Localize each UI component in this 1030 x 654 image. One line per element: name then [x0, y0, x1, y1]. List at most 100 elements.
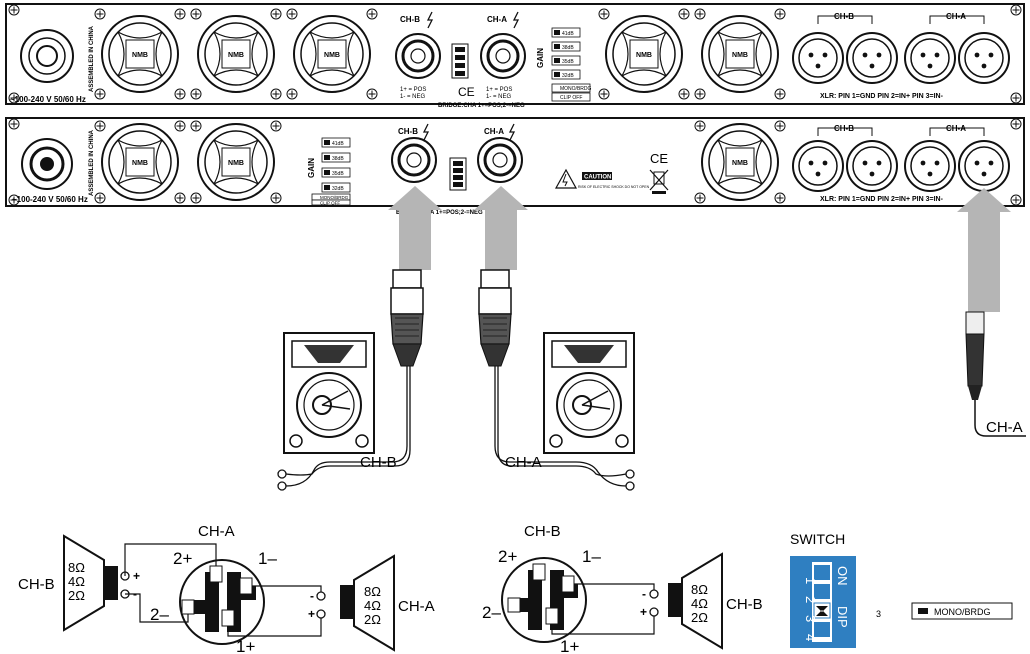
- top-gain-label: GAIN: [536, 48, 545, 68]
- switch-title: SWITCH: [790, 531, 845, 547]
- bottom-cha-label: CH-A: [484, 127, 504, 136]
- bottom-gain-steps: 41dB 38dB 35dB 32dB MONO/BRDG CLIP OFF: [311, 137, 351, 206]
- top-neg-label: 1- = NEG: [400, 94, 426, 100]
- bottom-rear-panel: ~100-240 V 50/60 Hz ASSEMBLED IN CHINA G…: [5, 117, 1025, 216]
- caution-sub: RISK OF ELECTRIC SHOCK DO NOT OPEN: [578, 185, 650, 189]
- dip-dip-label: DIP: [835, 606, 850, 628]
- top-pos-label-2: 1+ = POS: [486, 87, 512, 93]
- wm-top-label: CH-B: [524, 523, 561, 540]
- top-lightning-icon: [426, 11, 434, 29]
- wl-imp-right-8: 8Ω: [364, 584, 381, 599]
- wl-top-label: CH-A: [198, 523, 235, 540]
- wm-p2p: 2+: [498, 547, 517, 566]
- top-neg-label-2: 1- = NEG: [486, 94, 512, 100]
- top-mono-label: MONO/BRDG: [560, 86, 592, 92]
- speakon-plug-right: [478, 269, 512, 367]
- bottom-gain-label: GAIN: [307, 158, 316, 178]
- bottom-chb-label: CH-B: [398, 127, 418, 136]
- bottom-xlr-group: [792, 127, 1010, 192]
- svg-text:-: -: [642, 587, 646, 601]
- svg-text:+: +: [308, 607, 315, 621]
- weee-icon: [649, 169, 669, 194]
- switch-index: 3: [876, 609, 881, 619]
- top-pos-label: 1+ = POS: [400, 87, 426, 93]
- caution-warning: CAUTION RISK OF ELECTRIC SHOCK DO NOT OP…: [554, 168, 650, 189]
- top-bridge-label: BRIDGE:CHA 1+=POS;2-=NEG: [438, 103, 525, 109]
- speaker-cabinet-right: [543, 332, 635, 454]
- wl-imp-left-8: 8Ω: [68, 560, 85, 575]
- bottom-xlr-cha: CH-A: [946, 124, 966, 133]
- wl-imp-left-4: 4Ω: [68, 574, 85, 589]
- top-gain-41: 41dB: [562, 31, 574, 37]
- wl-imp-right-2: 2Ω: [364, 612, 381, 627]
- top-clip-label: CLIP OFF: [560, 95, 582, 101]
- bottom-mono-label: MONO/BRDG: [320, 195, 349, 200]
- dip-on-label: ON: [835, 566, 850, 586]
- top-power-label: ~100-240 V 50/60 Hz: [10, 95, 86, 104]
- wl-p1p: 1+: [236, 637, 255, 654]
- wm-imp-8: 8Ω: [691, 582, 708, 597]
- top-xlr-cha: CH-A: [946, 12, 966, 21]
- bottom-gain-32: 32dB: [332, 186, 344, 192]
- wm-p2m: 2–: [482, 603, 501, 622]
- top-xlr-pins: XLR: PIN 1=GND PIN 2=IN+ PIN 3=IN-: [820, 93, 944, 100]
- wl-p2m: 2–: [150, 605, 169, 624]
- wl-p2p: 2+: [173, 549, 192, 568]
- bottom-gain-38: 38dB: [332, 156, 344, 162]
- svg-text:+: +: [640, 605, 647, 619]
- speaker-cables: [277, 366, 635, 491]
- arrows: [388, 186, 1011, 312]
- wm-imp-2: 2Ω: [691, 610, 708, 625]
- top-gain-38: 38dB: [562, 45, 574, 51]
- top-speakon-cha: [479, 32, 527, 80]
- speaker-cabinet-left: [283, 332, 375, 454]
- wiring-middle: - +: [501, 552, 723, 650]
- caution-label: CAUTION: [584, 175, 611, 181]
- wl-imp-left-2: 2Ω: [68, 588, 85, 603]
- dip-num-3: 3: [803, 615, 818, 622]
- cable-label-chb: CH-B: [360, 454, 397, 471]
- top-speakon-chb: [394, 32, 442, 80]
- bottom-assembled-label: ASSEMBLED IN CHINA: [89, 129, 95, 196]
- bottom-lightning-icon: [422, 123, 430, 141]
- top-gain-35: 35dB: [562, 59, 574, 65]
- top-xlr-chb: CH-B: [834, 12, 854, 21]
- top-gain-steps: 41dB 38dB 35dB 32dB MONO/BRDG CLIP OFF: [551, 27, 592, 102]
- top-assembled-label: ASSEMBLED IN CHINA: [89, 25, 95, 92]
- mono-brdg-box: [911, 602, 1013, 620]
- svg-text:+: +: [133, 569, 140, 583]
- wl-left-spk-label: CH-B: [18, 576, 55, 593]
- top-xlr-group: [792, 15, 1010, 84]
- wm-spk-label: CH-B: [726, 596, 763, 613]
- speakon-plug-left: [390, 269, 424, 367]
- bottom-speakon-cha: [476, 136, 524, 184]
- svg-text:-: -: [310, 589, 314, 603]
- wiring-left: + - - +: [63, 534, 395, 652]
- bottom-speakon-chb: [390, 136, 438, 184]
- wl-p1m: 1–: [258, 549, 277, 568]
- top-gain-32: 32dB: [562, 73, 574, 79]
- wm-imp-4: 4Ω: [691, 596, 708, 611]
- top-chb-label: CH-B: [400, 15, 420, 24]
- bottom-xlr-chb: CH-B: [834, 124, 854, 133]
- cable-label-cha: CH-A: [505, 454, 542, 471]
- dip-num-4: 4: [803, 634, 818, 641]
- bottom-xlr-pins: XLR: PIN 1=GND PIN 2=IN+ PIN 3=IN-: [820, 196, 944, 203]
- bottom-lightning-icon-2: [508, 123, 516, 141]
- bottom-ce-mark: CE: [650, 151, 668, 166]
- bottom-power-label: ~100-240 V 50/60 Hz: [12, 195, 88, 204]
- top-cha-label: CH-A: [487, 15, 507, 24]
- bottom-bridge-label: BRIDGE:CHA 1+=POS;2-=NEG: [396, 210, 483, 216]
- wm-p1p: 1+: [560, 637, 579, 654]
- wl-imp-right-4: 4Ω: [364, 598, 381, 613]
- bottom-gain-35: 35dB: [332, 171, 344, 177]
- bottom-gain-41: 41dB: [332, 141, 344, 147]
- bottom-clip-label: CLIP OFF: [320, 201, 340, 206]
- xlr-cable-label: CH-A: [986, 419, 1023, 436]
- dip-num-1: 1: [803, 577, 818, 584]
- wl-right-spk-label: CH-A: [398, 598, 435, 615]
- dip-num-2: 2: [803, 596, 818, 603]
- switch-mode-label: MONO/BRDG: [934, 607, 991, 617]
- wm-p1m: 1–: [582, 547, 601, 566]
